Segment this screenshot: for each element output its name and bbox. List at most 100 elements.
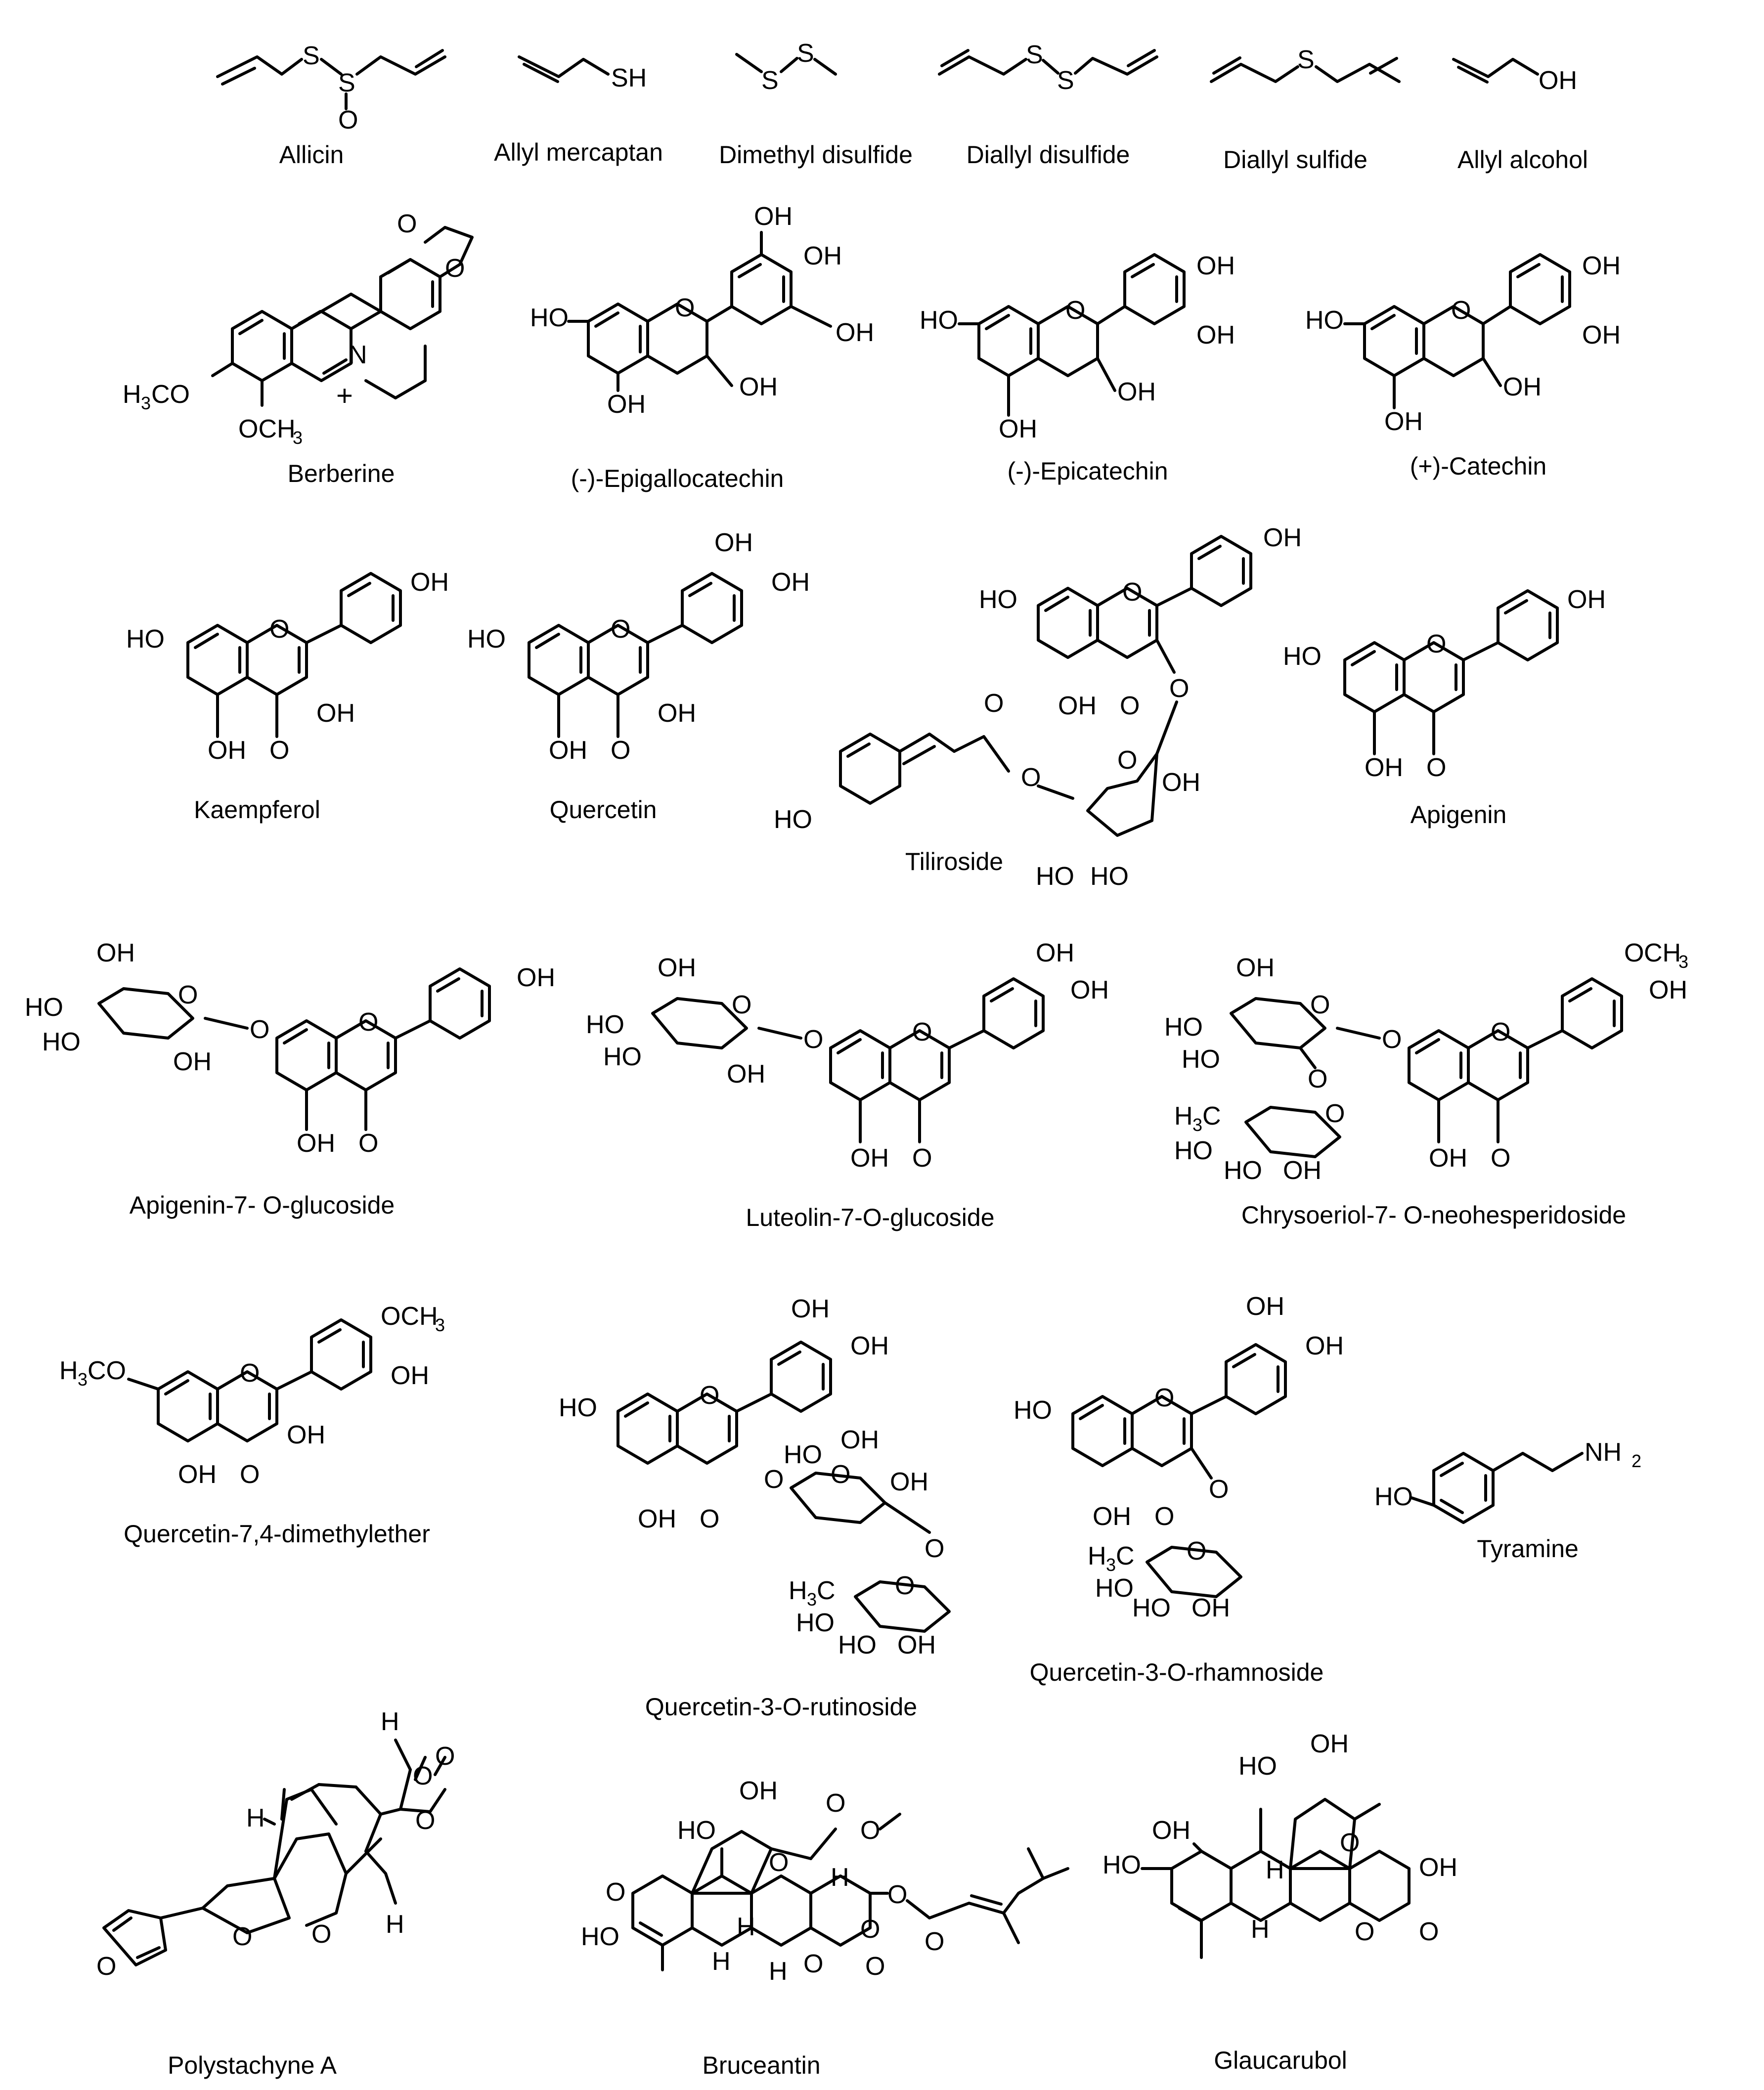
svg-text:S: S	[1057, 66, 1074, 95]
quercetin-structure: O OH OH HO OH O OH	[467, 528, 810, 765]
svg-text:O: O	[1382, 1025, 1402, 1054]
svg-text:H: H	[1266, 1856, 1284, 1884]
svg-text:OH: OH	[658, 699, 696, 728]
diallyl-disulfide-structure: S S	[938, 41, 1158, 95]
svg-text:OH: OH	[173, 1047, 212, 1076]
svg-text:O: O	[397, 210, 417, 238]
svg-text:O: O	[865, 1952, 885, 1981]
catechin-caption: (+)-Catechin	[1410, 452, 1547, 480]
quercetin-7-4-dimethylether-structure: O OCH 3 OH H 3 CO OH O OH	[59, 1302, 445, 1489]
quercetin-7-4-dimethylether-methoxy-7: H 3 CO	[59, 1356, 126, 1390]
svg-text:O: O	[178, 981, 198, 1009]
epigallocatechin-caption: (-)-Epigallocatechin	[571, 465, 784, 492]
svg-text:HO: HO	[126, 625, 165, 653]
svg-text:OH: OH	[739, 373, 778, 401]
svg-text:H: H	[59, 1356, 78, 1385]
chrysoeriol-methyl-group: H 3 C	[1174, 1102, 1221, 1135]
svg-text:O: O	[1491, 1018, 1510, 1046]
svg-text:HO: HO	[586, 1010, 624, 1039]
svg-text:OH: OH	[391, 1361, 429, 1390]
svg-text:NH: NH	[1585, 1438, 1622, 1467]
svg-text:OH: OH	[517, 963, 555, 992]
svg-text:O: O	[764, 1465, 784, 1494]
svg-text:O: O	[700, 1505, 719, 1533]
svg-text:O: O	[803, 1950, 823, 1978]
svg-text:O: O	[606, 1878, 625, 1907]
svg-text:OH: OH	[1070, 976, 1109, 1004]
svg-text:OH: OH	[803, 242, 842, 270]
svg-text:OH: OH	[1365, 753, 1403, 782]
allyl-alcohol-caption: Allyl alcohol	[1457, 146, 1588, 174]
svg-text:OH: OH	[1283, 1156, 1322, 1185]
berberine-structure: O O N + H 3 CO OCH 3	[123, 210, 474, 448]
dimethyl-disulfide-structure: S S	[735, 39, 837, 95]
svg-text:HO: HO	[1036, 862, 1074, 891]
svg-text:O: O	[240, 1460, 260, 1489]
svg-text:HO: HO	[25, 993, 63, 1022]
svg-text:H: H	[386, 1910, 404, 1939]
svg-text:O: O	[1325, 1099, 1345, 1128]
svg-text:OH: OH	[1036, 939, 1074, 967]
svg-text:O: O	[912, 1018, 932, 1046]
svg-text:HO: HO	[1174, 1136, 1213, 1165]
svg-text:OH: OH	[297, 1129, 335, 1158]
svg-text:3: 3	[1106, 1555, 1116, 1575]
berberine-methoxy-left: H 3 CO	[123, 380, 190, 413]
diallyl-sulfide-structure: S	[1210, 45, 1401, 83]
tyramine-structure: HO NH 2	[1374, 1438, 1641, 1524]
svg-text:HO: HO	[677, 1816, 716, 1845]
dimethyl-disulfide-caption: Dimethyl disulfide	[719, 141, 913, 169]
svg-text:O: O	[1154, 1384, 1174, 1412]
svg-text:OH: OH	[178, 1460, 217, 1489]
svg-text:O: O	[611, 736, 630, 765]
luteolin-7-o-glucoside-caption: Luteolin-7-O-glucoside	[746, 1204, 994, 1231]
svg-text:OH: OH	[1384, 407, 1423, 436]
allicin-structure: S S O	[216, 42, 446, 134]
svg-text:O: O	[338, 106, 358, 134]
svg-text:OH: OH	[1191, 1594, 1230, 1622]
svg-text:OH: OH	[999, 415, 1037, 443]
svg-text:O: O	[435, 1742, 455, 1771]
allyl-alcohol-structure: OH	[1452, 58, 1577, 95]
svg-text:OH: OH	[836, 318, 874, 347]
svg-text:N: N	[349, 341, 367, 369]
luteolin-7-o-glucoside-structure: O OH HO HO OH O O OH OH OH O	[586, 939, 1109, 1173]
svg-text:OH: OH	[791, 1295, 830, 1323]
svg-text:H: H	[831, 1863, 849, 1892]
svg-text:O: O	[860, 1816, 880, 1845]
svg-text:HO: HO	[42, 1028, 81, 1056]
quercetin-3-o-rutinoside-caption: Quercetin-3-O-rutinoside	[645, 1693, 917, 1721]
svg-text:S: S	[1297, 45, 1315, 74]
svg-text:O: O	[1624, 939, 1644, 967]
svg-text:O: O	[232, 1922, 252, 1951]
svg-text:HO: HO	[581, 1922, 619, 1951]
glaucarubol-structure: HO OH H H HO OH O OH O O	[1102, 1730, 1457, 1959]
catechin-structure: O OH OH HO OH OH	[1305, 252, 1621, 436]
svg-text:OH: OH	[840, 1426, 879, 1454]
svg-text:S: S	[1026, 41, 1043, 69]
svg-text:O: O	[1491, 1144, 1510, 1173]
svg-text:O: O	[1122, 578, 1142, 607]
svg-text:O: O	[1340, 1829, 1360, 1857]
glaucarubol-caption: Glaucarubol	[1214, 2046, 1347, 2074]
svg-text:H: H	[1174, 1102, 1193, 1131]
rutinoside-methyl-group: H 3 C	[789, 1576, 836, 1610]
svg-text:HO: HO	[1164, 1013, 1203, 1042]
svg-text:O: O	[1451, 296, 1471, 325]
svg-text:OH: OH	[1310, 1730, 1349, 1758]
svg-text:O: O	[803, 1025, 823, 1054]
quercetin-3-o-rutinoside-structure: O OH OH HO OH O O O HO OH OH O O H 3 C H…	[559, 1295, 951, 1659]
svg-text:O: O	[887, 1880, 907, 1909]
svg-text:O: O	[250, 1015, 269, 1044]
chrysoeriol-methoxy-group: O CH 3	[1624, 939, 1688, 972]
svg-text:H: H	[246, 1804, 265, 1832]
svg-text:O: O	[311, 1920, 331, 1949]
svg-text:OH: OH	[754, 202, 793, 231]
svg-text:O: O	[1310, 991, 1330, 1019]
svg-text:O: O	[1308, 1065, 1327, 1093]
svg-text:+: +	[336, 380, 353, 412]
svg-text:O: O	[732, 991, 751, 1019]
svg-text:HO: HO	[838, 1631, 877, 1659]
svg-text:O: O	[1426, 630, 1446, 658]
kaempferol-structure: O OH HO OH O OH	[126, 568, 449, 765]
